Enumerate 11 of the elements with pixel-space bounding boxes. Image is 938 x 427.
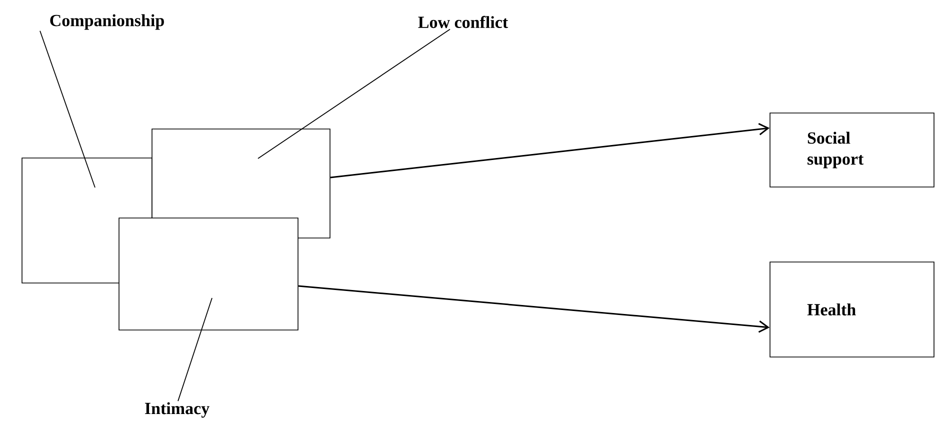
rectangle-box: [118, 218, 298, 330]
arrow: [330, 123, 770, 178]
label-text: Low conflict: [418, 16, 508, 28]
leader-line: [40, 30, 96, 188]
label-text: Intimacy: [145, 402, 210, 418]
outcome-box: Health: [770, 262, 934, 358]
label-text: Companionship: [50, 14, 164, 30]
leader-line: [178, 298, 212, 402]
arrow: [298, 285, 770, 333]
outcome-box: Social support: [770, 112, 934, 188]
leader-line: [258, 28, 450, 159]
